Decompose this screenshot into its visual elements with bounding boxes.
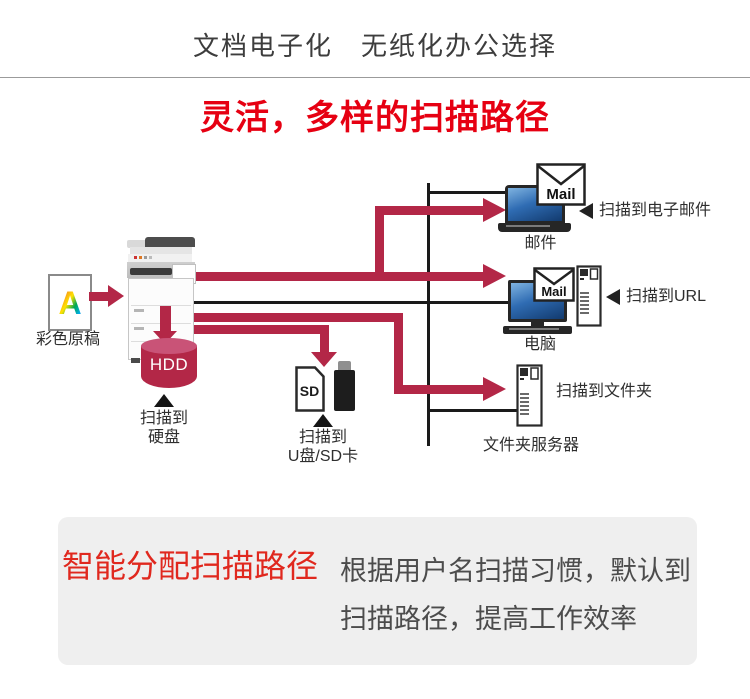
- footer-panel: [58, 517, 697, 665]
- source-arrow-shaft: [89, 292, 109, 301]
- scanpath-mail-vertical: [375, 206, 384, 281]
- letter-a: A: [58, 286, 81, 320]
- network-branch-mail-line: [428, 191, 510, 194]
- rainbow-letter-icon: A: [58, 286, 81, 320]
- scanpath-pc-shaft: [190, 272, 483, 281]
- copier-feeder-lid: [145, 237, 195, 247]
- hdd-drum-label: HDD: [149, 355, 189, 374]
- color-original-label: 彩色原稿: [35, 331, 100, 348]
- folder-server-label: 文件夹服务器: [483, 437, 580, 454]
- folder-server-icon: [516, 364, 543, 427]
- scanpath-server-shaft2: [394, 385, 483, 394]
- url-envelope-icon: Mail: [533, 267, 575, 302]
- scanpath-pc-arrowhead-icon: [483, 264, 506, 288]
- scanpath-server-vertical: [394, 313, 403, 394]
- scanpath-usbsd-arrowhead-icon: [311, 352, 337, 367]
- header-divider: [0, 77, 750, 78]
- usbsd-up-triangle-icon: [313, 414, 333, 427]
- hdd-drum-icon: HDD: [141, 338, 197, 388]
- sd-card-label: SD: [300, 383, 319, 399]
- footer-highlight: 智能分配扫描路径: [62, 548, 319, 584]
- scanpath-mail-arrowhead-icon: [483, 198, 506, 222]
- scanpath-server-shaft1: [190, 313, 403, 322]
- hdd-caption-line2: 硬盘: [147, 429, 180, 446]
- copier-output-slot: [130, 268, 172, 275]
- usbsd-caption-line2: U盘/SD卡: [287, 448, 359, 465]
- page-title: 灵活，多样的扫描路径: [200, 99, 550, 137]
- header-subtitle: 文档电子化 无纸化办公选择: [192, 31, 557, 61]
- url-envelope-label: Mail: [541, 284, 566, 299]
- scanpath-mail-shaft: [375, 206, 483, 215]
- mail-envelope-icon: Mail: [536, 163, 586, 206]
- url-left-triangle-icon: [606, 289, 620, 305]
- pc-tower-icon: [576, 265, 602, 327]
- hdd-caption: 扫描到 硬盘: [124, 409, 204, 447]
- network-printer-to-pc-line: [190, 301, 510, 304]
- mail-path-label: 扫描到电子邮件: [599, 202, 712, 219]
- desktop-stand-icon: [531, 321, 544, 327]
- usb-drive-connector-icon: [338, 361, 351, 370]
- network-trunk-line: [427, 183, 430, 446]
- network-branch-server-line: [428, 409, 518, 412]
- source-arrowhead-icon: [108, 285, 124, 307]
- footer-description-line2: 扫描路径，提高工作效率: [340, 604, 637, 634]
- hdd-up-triangle-icon: [154, 394, 174, 407]
- laptop-base-icon: [498, 223, 571, 232]
- url-path-label: 扫描到URL: [626, 288, 707, 305]
- scanpath-hdd-shaft: [160, 306, 171, 332]
- hdd-caption-line1: 扫描到: [139, 410, 188, 427]
- scanpath-server-arrowhead-icon: [483, 377, 506, 401]
- color-original-icon: A: [48, 274, 92, 331]
- pc-device-label: 电脑: [523, 336, 556, 353]
- usbsd-caption: 扫描到 U盘/SD卡: [263, 428, 383, 466]
- scanpath-usbsd-vertical: [320, 325, 329, 354]
- sd-card-icon: SD: [295, 366, 325, 412]
- mail-device-label: 邮件: [524, 235, 557, 252]
- usbsd-caption-line1: 扫描到: [298, 429, 347, 446]
- mail-envelope-label: Mail: [546, 186, 575, 203]
- usb-drive-icon: [334, 370, 355, 411]
- desktop-keyboard-icon: [503, 326, 572, 334]
- scanpath-usbsd-shaft: [190, 325, 329, 334]
- footer-description-line1: 根据用户名扫描习惯，默认到: [340, 556, 691, 586]
- folder-path-label: 扫描到文件夹: [556, 383, 653, 400]
- mail-left-triangle-icon: [579, 203, 593, 219]
